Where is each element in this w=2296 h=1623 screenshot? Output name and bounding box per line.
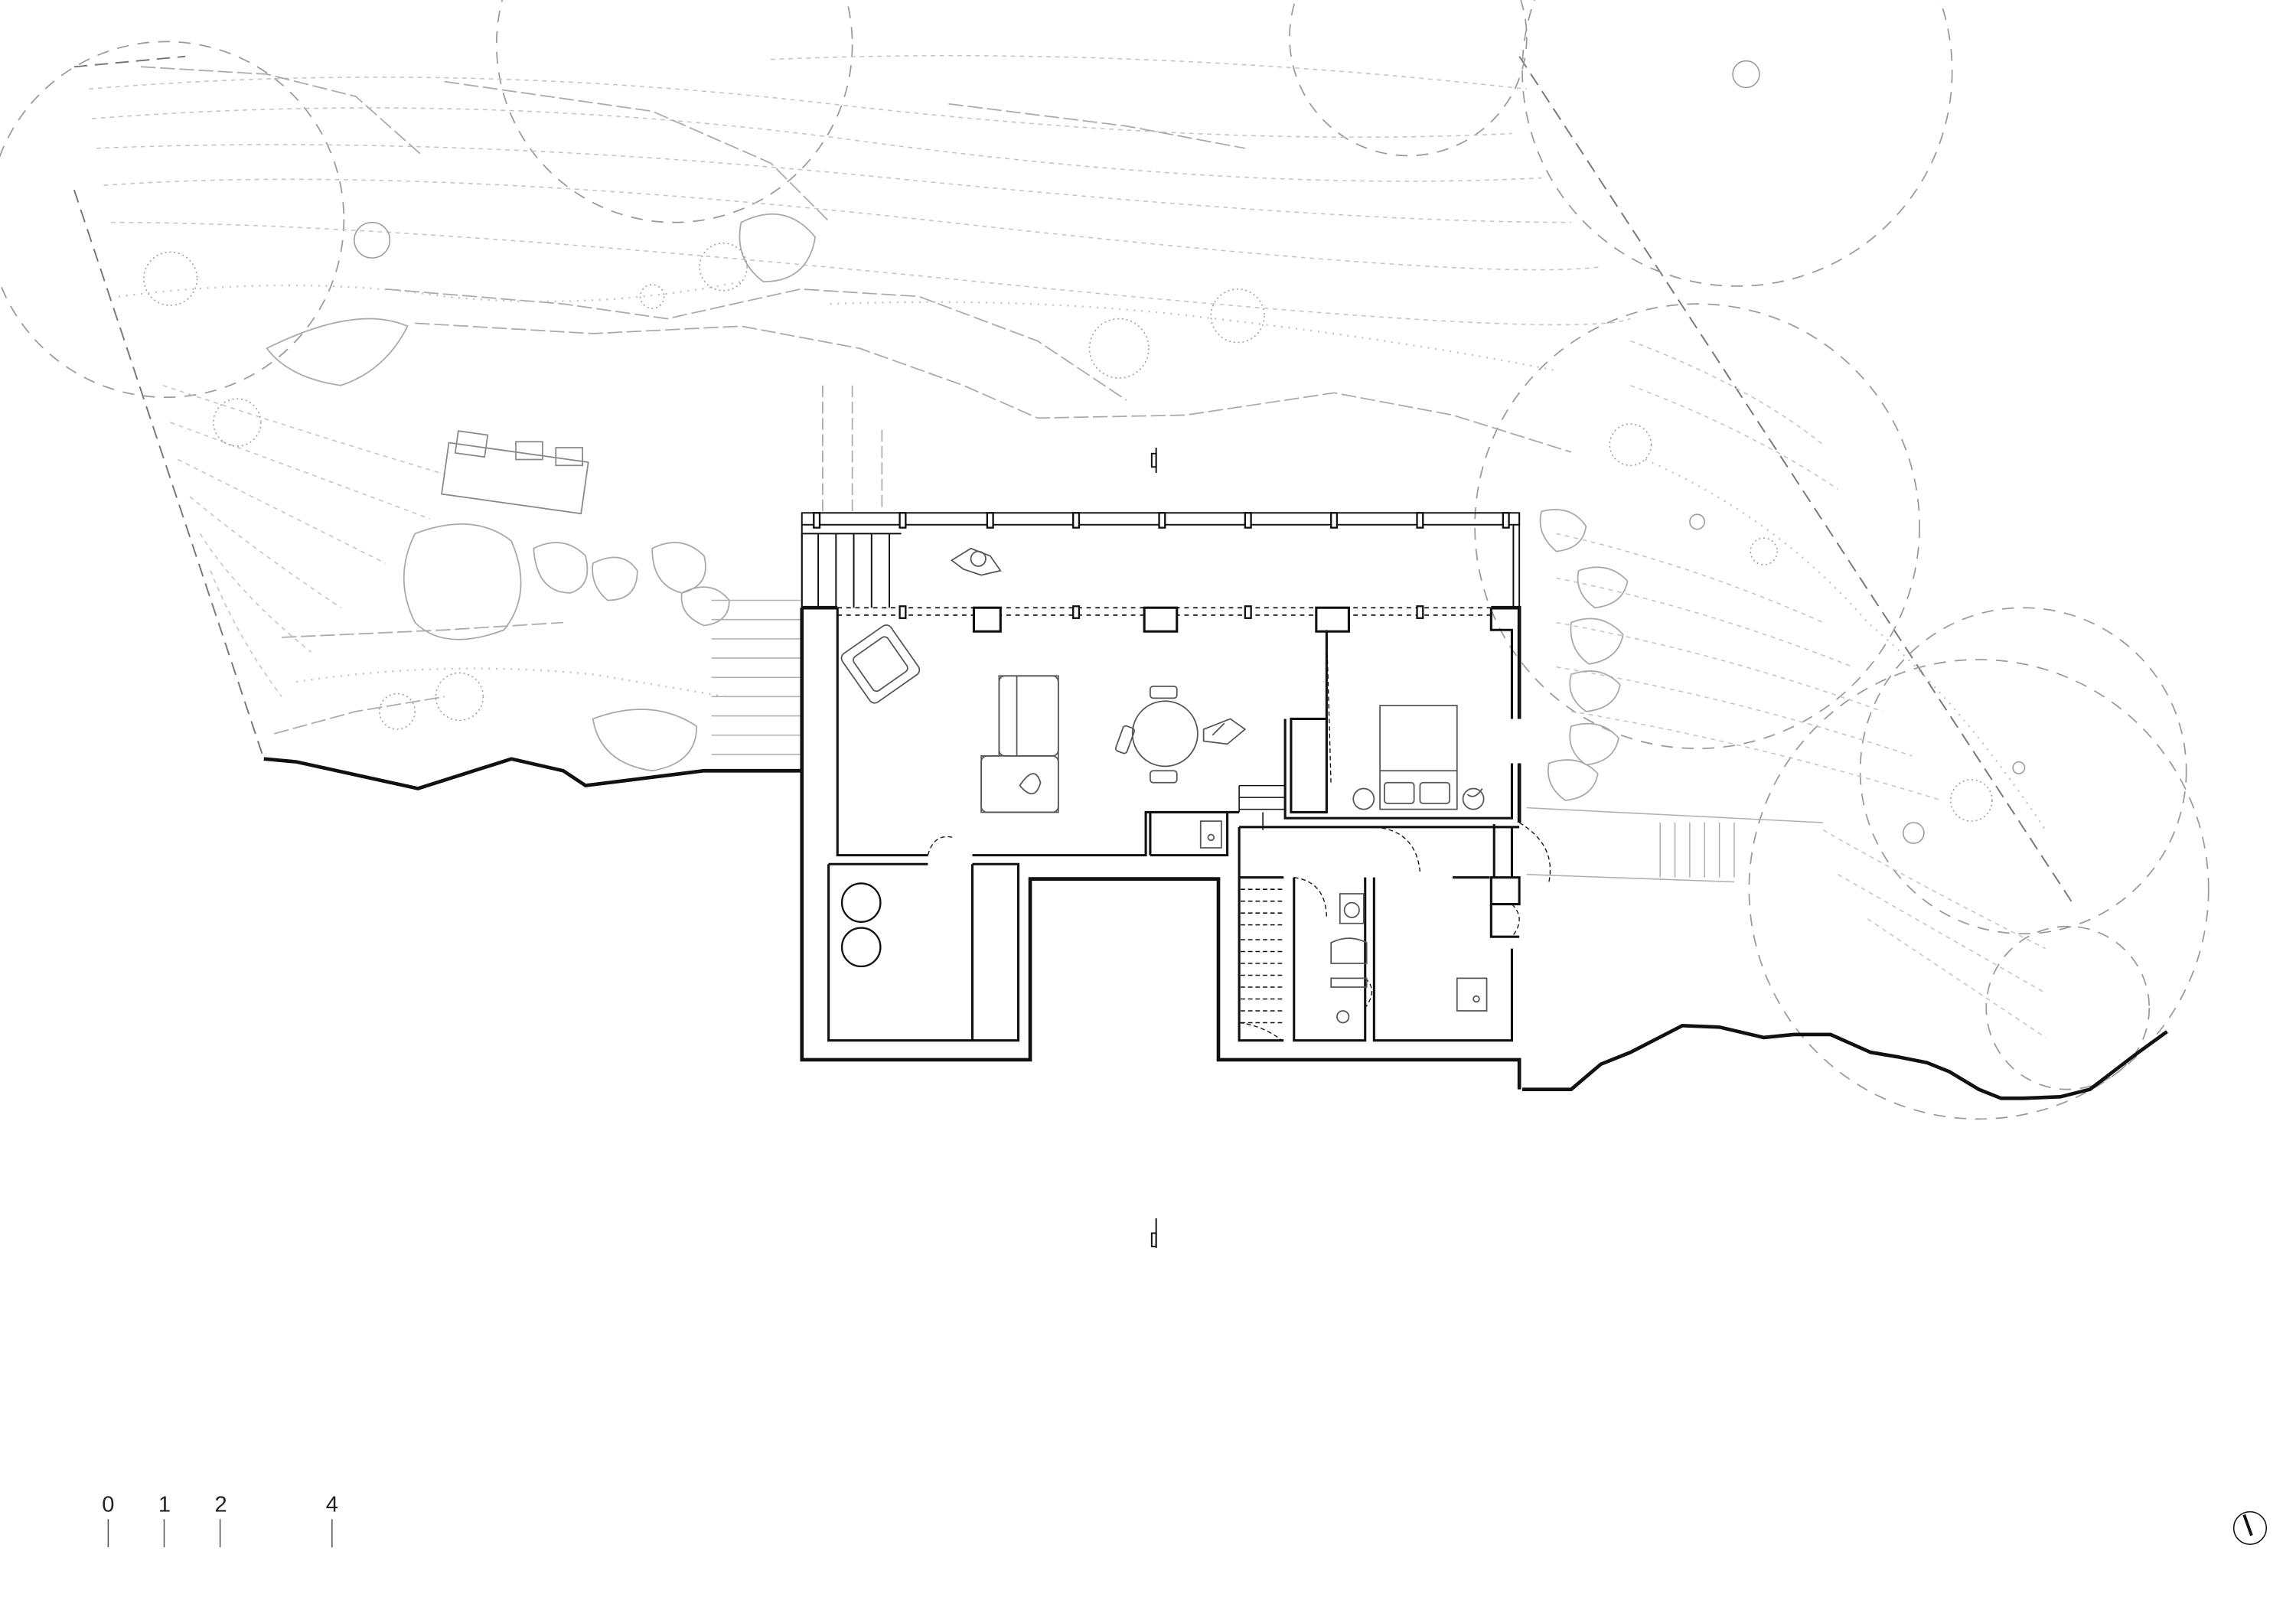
north-arrow-icon [2232, 1511, 2268, 1545]
furniture [840, 624, 1488, 1024]
interior-walls [827, 608, 1521, 1042]
scale-label-2: 2 [214, 1493, 227, 1517]
exterior-walls [800, 605, 1521, 1090]
tree-canopies [0, 0, 2210, 1120]
section-markers [1150, 448, 1157, 1248]
site-boundary [73, 55, 2076, 908]
deck-posts [813, 512, 1510, 619]
shrubs [143, 242, 1993, 822]
scale-label-1: 1 [158, 1493, 171, 1517]
site-landscape [0, 0, 2210, 1120]
armchair [840, 624, 921, 704]
sink [1199, 820, 1222, 849]
ground-line [263, 757, 2168, 1100]
site-steps [711, 599, 1824, 883]
scale-label-0: 0 [102, 1493, 114, 1517]
scale-bar: 0 1 2 4 [102, 1493, 338, 1548]
stepping-stone-path [140, 66, 1572, 735]
ground-cover-dots [118, 280, 2047, 831]
contour-lines [89, 54, 2047, 1038]
sofa [980, 675, 1059, 813]
scale-label-4: 4 [326, 1493, 338, 1517]
dining-table [1114, 685, 1247, 784]
boulders [266, 213, 1629, 801]
outdoor-table [441, 430, 589, 515]
building [800, 512, 1551, 1090]
trees-small [354, 60, 2026, 844]
deck-lounger [950, 547, 1002, 576]
columns [972, 606, 1350, 633]
internal-stair [1238, 784, 1286, 1024]
deck [801, 512, 1521, 619]
bathroom-fixtures [1330, 893, 1488, 1024]
double-bed [1352, 705, 1485, 810]
water-tanks [840, 882, 882, 968]
